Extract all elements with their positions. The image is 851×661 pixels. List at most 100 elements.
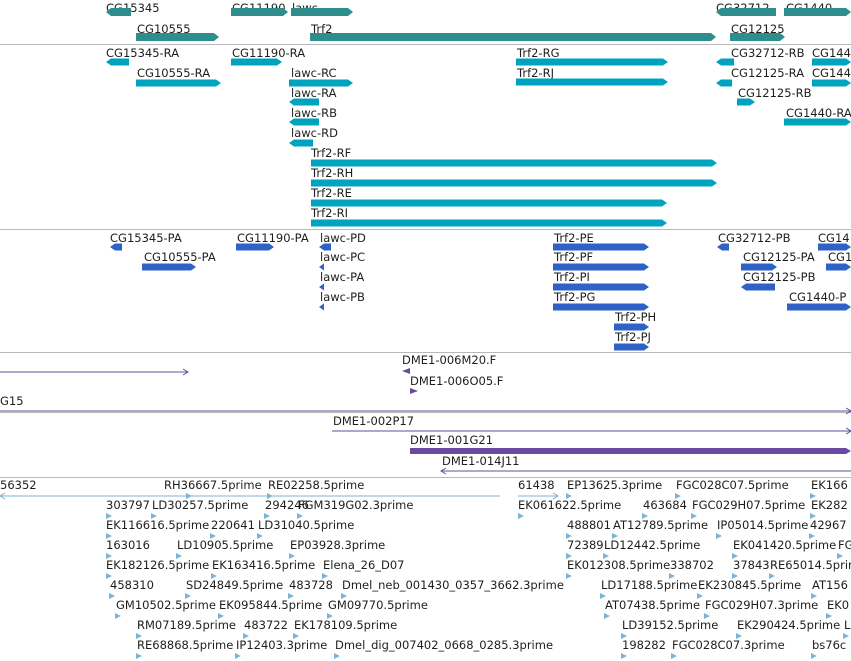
feature-glyph[interactable] bbox=[310, 219, 668, 228]
feature-label[interactable]: EP03928.3prime bbox=[290, 538, 386, 552]
feature-label[interactable]: EK166 bbox=[811, 478, 848, 492]
feature-label[interactable]: Dmel_dig_007402_0668_0285.3prime bbox=[335, 638, 554, 652]
feature-label[interactable]: lawc-PD bbox=[320, 231, 366, 245]
feature-glyph[interactable] bbox=[740, 283, 776, 292]
feature-label[interactable]: Trf2 bbox=[311, 22, 333, 36]
feature-label[interactable]: EK290424.5prime bbox=[737, 618, 841, 632]
feature-label[interactable]: 37843 bbox=[733, 558, 770, 572]
feature-label[interactable]: CG11190-RA bbox=[232, 46, 306, 60]
feature-glyph[interactable] bbox=[105, 572, 113, 581]
feature-glyph[interactable] bbox=[836, 552, 844, 561]
feature-glyph[interactable] bbox=[296, 512, 304, 521]
feature-glyph[interactable] bbox=[783, 7, 851, 17]
feature-glyph[interactable] bbox=[783, 118, 851, 127]
feature-glyph[interactable] bbox=[290, 7, 354, 17]
feature-label[interactable]: FGM319G02.3prime bbox=[298, 498, 414, 512]
feature-glyph[interactable] bbox=[515, 58, 669, 67]
feature-label[interactable]: CG12125-RB bbox=[738, 86, 812, 100]
feature-glyph[interactable] bbox=[256, 532, 264, 541]
feature-glyph[interactable] bbox=[242, 632, 250, 641]
feature-glyph[interactable] bbox=[288, 98, 320, 107]
feature-label[interactable]: lawc-PC bbox=[320, 250, 366, 264]
feature-label[interactable]: EK061622.5prime bbox=[518, 498, 622, 512]
feature-label[interactable]: CG10555 bbox=[137, 22, 191, 36]
feature-glyph[interactable] bbox=[217, 612, 225, 621]
feature-label[interactable]: 488801 bbox=[567, 518, 611, 532]
feature-glyph[interactable] bbox=[230, 58, 283, 67]
feature-glyph[interactable] bbox=[736, 98, 756, 107]
feature-label[interactable]: CG12125-RA bbox=[731, 66, 805, 80]
feature-label[interactable]: Trf2-RH bbox=[311, 166, 354, 180]
feature-glyph[interactable] bbox=[309, 32, 717, 42]
feature-glyph[interactable] bbox=[565, 552, 573, 561]
feature-label[interactable]: CG1440 bbox=[812, 46, 851, 60]
feature-label[interactable]: RE02258.5prime bbox=[268, 478, 365, 492]
feature-label[interactable]: CG1440-RA bbox=[786, 106, 851, 120]
feature-glyph[interactable] bbox=[401, 367, 411, 376]
feature-label[interactable]: bs76c bbox=[812, 638, 847, 652]
feature-glyph[interactable] bbox=[811, 58, 851, 67]
feature-label[interactable]: 163016 bbox=[106, 538, 150, 552]
feature-glyph[interactable] bbox=[809, 492, 817, 501]
feature-glyph[interactable] bbox=[552, 303, 650, 312]
feature-glyph[interactable] bbox=[517, 512, 525, 521]
feature-glyph[interactable] bbox=[135, 632, 143, 641]
feature-label[interactable]: EK0 bbox=[827, 598, 850, 612]
feature-glyph[interactable] bbox=[105, 532, 113, 541]
feature-glyph[interactable] bbox=[613, 343, 650, 352]
feature-glyph[interactable] bbox=[825, 612, 833, 621]
feature-label[interactable]: CG1 bbox=[828, 250, 851, 264]
feature-label[interactable]: Trf2-PI bbox=[554, 270, 590, 284]
feature-glyph[interactable] bbox=[105, 552, 113, 561]
feature-label[interactable]: lawc-PA bbox=[320, 270, 365, 284]
feature-label[interactable]: Trf2-PE bbox=[554, 231, 594, 245]
feature-label[interactable]: FGC029H07.3prime bbox=[705, 598, 819, 612]
feature-glyph[interactable] bbox=[331, 427, 851, 436]
feature-glyph[interactable] bbox=[185, 492, 193, 501]
feature-label[interactable]: CG15345-PA bbox=[110, 231, 182, 245]
feature-label[interactable]: 338702 bbox=[670, 558, 714, 572]
feature-label[interactable]: FGC028C07.5prime bbox=[676, 478, 789, 492]
feature-label[interactable]: RE68868.5prime bbox=[137, 638, 234, 652]
feature-glyph[interactable] bbox=[696, 592, 704, 601]
feature-label[interactable]: Trf2-PG bbox=[554, 290, 596, 304]
feature-label[interactable]: EK012308.5prime bbox=[567, 558, 671, 572]
feature-glyph[interactable] bbox=[109, 243, 123, 252]
feature-label[interactable]: AT156 bbox=[812, 578, 848, 592]
feature-glyph[interactable] bbox=[517, 492, 559, 501]
feature-label[interactable]: DME1-006M20.F bbox=[402, 353, 497, 367]
feature-label[interactable]: CG10555-PA bbox=[144, 250, 216, 264]
feature-label[interactable]: EK230845.5prime bbox=[698, 578, 802, 592]
feature-glyph[interactable] bbox=[310, 199, 668, 208]
feature-label[interactable]: 42967 bbox=[810, 518, 847, 532]
feature-label[interactable]: Trf2-RE bbox=[311, 186, 352, 200]
feature-glyph[interactable] bbox=[811, 79, 851, 88]
feature-glyph[interactable] bbox=[715, 7, 777, 17]
feature-label[interactable]: DME1-001G21 bbox=[410, 433, 494, 447]
feature-label[interactable]: lawc-RC bbox=[291, 66, 337, 80]
feature-glyph[interactable] bbox=[288, 118, 320, 127]
feature-label[interactable]: LD12442.5prime bbox=[604, 538, 701, 552]
feature-label[interactable]: CG1440 bbox=[812, 66, 851, 80]
feature-label[interactable]: LD10905.5prime bbox=[177, 538, 274, 552]
feature-label[interactable]: AT07438.5prime bbox=[605, 598, 701, 612]
feature-glyph[interactable] bbox=[310, 179, 718, 188]
feature-label[interactable]: Trf2-RG bbox=[517, 46, 560, 60]
feature-label[interactable]: 303797 bbox=[106, 498, 150, 512]
feature-glyph[interactable] bbox=[288, 552, 296, 561]
feature-glyph[interactable] bbox=[0, 407, 851, 416]
feature-label[interactable]: RM07189.5prime bbox=[137, 618, 236, 632]
feature-label[interactable]: Trf2-RF bbox=[311, 146, 352, 160]
feature-label[interactable]: CG32712-RB bbox=[731, 46, 805, 60]
feature-glyph[interactable] bbox=[326, 612, 334, 621]
feature-label[interactable]: EK282 bbox=[811, 498, 848, 512]
feature-glyph[interactable] bbox=[135, 79, 222, 88]
feature-label[interactable]: EK041420.5prime bbox=[733, 538, 837, 552]
feature-label[interactable]: LD30257.5prime bbox=[152, 498, 249, 512]
feature-glyph[interactable] bbox=[768, 572, 776, 581]
feature-label[interactable]: CG12125 bbox=[731, 22, 785, 36]
feature-glyph[interactable] bbox=[842, 632, 850, 641]
feature-label[interactable]: IP05014.5prime bbox=[717, 518, 809, 532]
feature-label[interactable]: 294246 bbox=[265, 498, 309, 512]
feature-label[interactable]: lawc-RD bbox=[291, 126, 338, 140]
